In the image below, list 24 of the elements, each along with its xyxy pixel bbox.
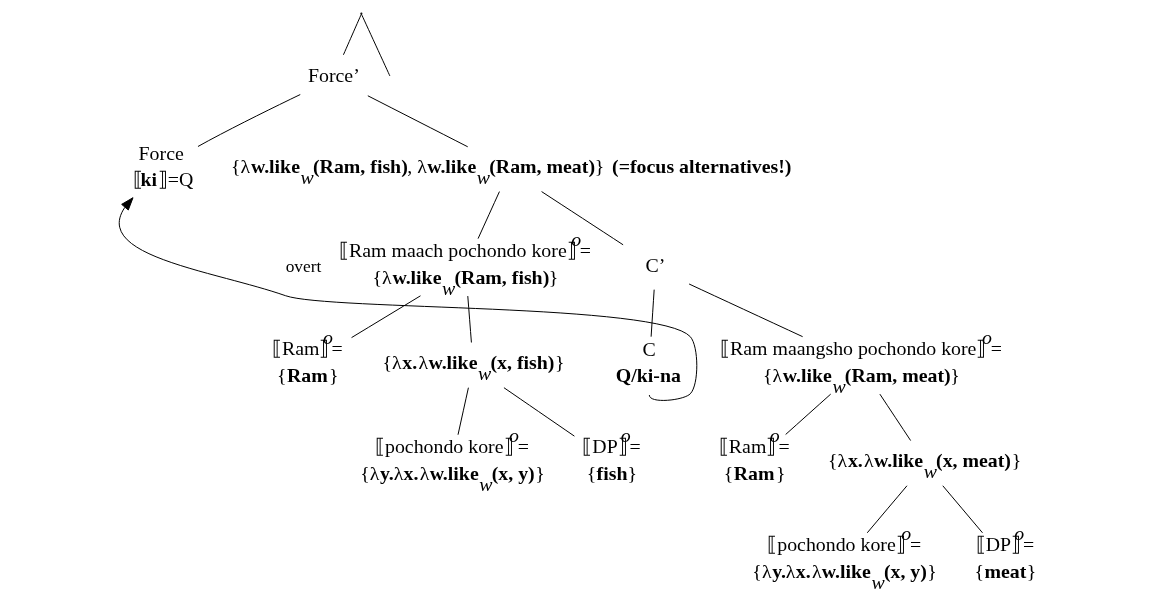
connector — [342, 13, 362, 56]
connector — [366, 95, 468, 148]
connector — [878, 393, 911, 442]
connector — [650, 289, 655, 338]
connector — [688, 283, 803, 338]
connector — [360, 13, 390, 77]
connector — [502, 387, 575, 437]
connector — [466, 295, 472, 343]
edge-label: overt — [285, 256, 321, 276]
connector — [540, 191, 624, 246]
node-label: (=focus alternatives!) — [611, 154, 791, 177]
node-text: Force ⟦ki⟧=Q — [132, 142, 193, 191]
node-text: Force’ — [307, 64, 360, 87]
arrow — [118, 197, 697, 401]
connector — [941, 485, 983, 534]
connector — [197, 94, 301, 147]
connector — [784, 393, 831, 435]
connector — [457, 387, 469, 436]
connector — [866, 485, 907, 534]
connector — [477, 191, 500, 240]
node-point — [359, 12, 362, 15]
node-text: C’ — [645, 253, 665, 276]
node-text: C Q/ki-na — [615, 338, 681, 387]
connector — [350, 295, 421, 339]
